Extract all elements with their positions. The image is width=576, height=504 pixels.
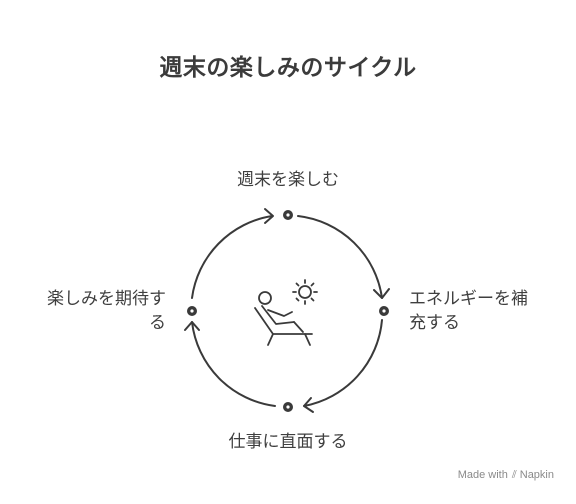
napkin-logo-icon: ⫽ xyxy=(511,469,517,481)
person-relaxing-in-sun-icon xyxy=(254,279,318,346)
label-anticipate-fun: 楽しみを期待す る xyxy=(10,287,166,335)
arc-top-to-right xyxy=(297,215,383,299)
diagram-title: 週末の楽しみのサイクル xyxy=(159,55,417,81)
napkin-brand-text: Napkin xyxy=(519,469,554,481)
arc-right-to-bottom xyxy=(303,319,383,407)
label-enjoy-weekend: 週末を楽しむ xyxy=(237,170,339,190)
arrow-head-left xyxy=(184,321,200,331)
arrow-head-top xyxy=(264,208,274,224)
arrow-head-bottom xyxy=(303,397,314,413)
label-recharge-line-2: 充する xyxy=(409,313,460,333)
label-anticipate-line-1: 楽しみを期待す xyxy=(47,289,166,309)
label-recharge-line-1: エネルギーを補 xyxy=(409,289,528,309)
arc-left-to-top xyxy=(191,215,273,299)
label-anticipate-line-2: る xyxy=(149,313,166,333)
made-with-credit[interactable]: Made with⫽Napkin xyxy=(458,469,554,482)
arc-bottom-to-left xyxy=(191,321,276,407)
label-recharge-energy: エネルギーを補 充する xyxy=(409,287,569,335)
arrow-head-right xyxy=(373,288,390,299)
made-with-text: Made with xyxy=(457,469,508,481)
label-face-work: 仕事に直面する xyxy=(228,432,348,452)
